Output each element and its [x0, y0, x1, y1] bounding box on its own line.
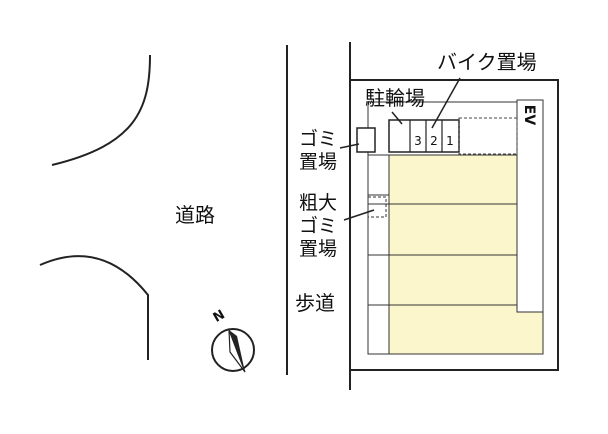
bicycle-parking-label: 駐輪場 [365, 86, 425, 110]
bulky-garbage-label-line1: 粗大 [299, 192, 338, 214]
leader-bicycle [391, 111, 403, 125]
elevator-label: EV [521, 104, 538, 126]
road-label: 道路 [175, 203, 215, 227]
road-curve-bottom [39, 255, 149, 360]
compass-needle-light [228, 329, 246, 373]
dashed-area [458, 117, 518, 155]
sidewalk-label: 歩道 [295, 291, 335, 315]
garbage-label-line1: ゴミ [299, 128, 338, 150]
elevator-shaft [516, 99, 544, 313]
corridor-top [367, 154, 390, 196]
garbage-label-line2: 置場 [299, 151, 338, 173]
bike-slot-number: 3 [414, 134, 422, 148]
leader-garbage [339, 143, 360, 149]
garbage-box [356, 127, 376, 153]
bike-slot-number: 1 [446, 134, 454, 148]
bulky-garbage-label-line3: 置場 [299, 238, 338, 260]
bike-parking-label: バイク置場 [437, 50, 537, 74]
leader-bulky [343, 209, 375, 221]
leader-bike [431, 77, 461, 129]
bulky-garbage-label-line2: ゴミ [299, 215, 338, 237]
bicycle-parking-area [388, 119, 460, 153]
bulky-garbage-box [367, 196, 387, 218]
road-curve-top [51, 54, 151, 166]
bike-slot-number: 2 [430, 134, 438, 148]
